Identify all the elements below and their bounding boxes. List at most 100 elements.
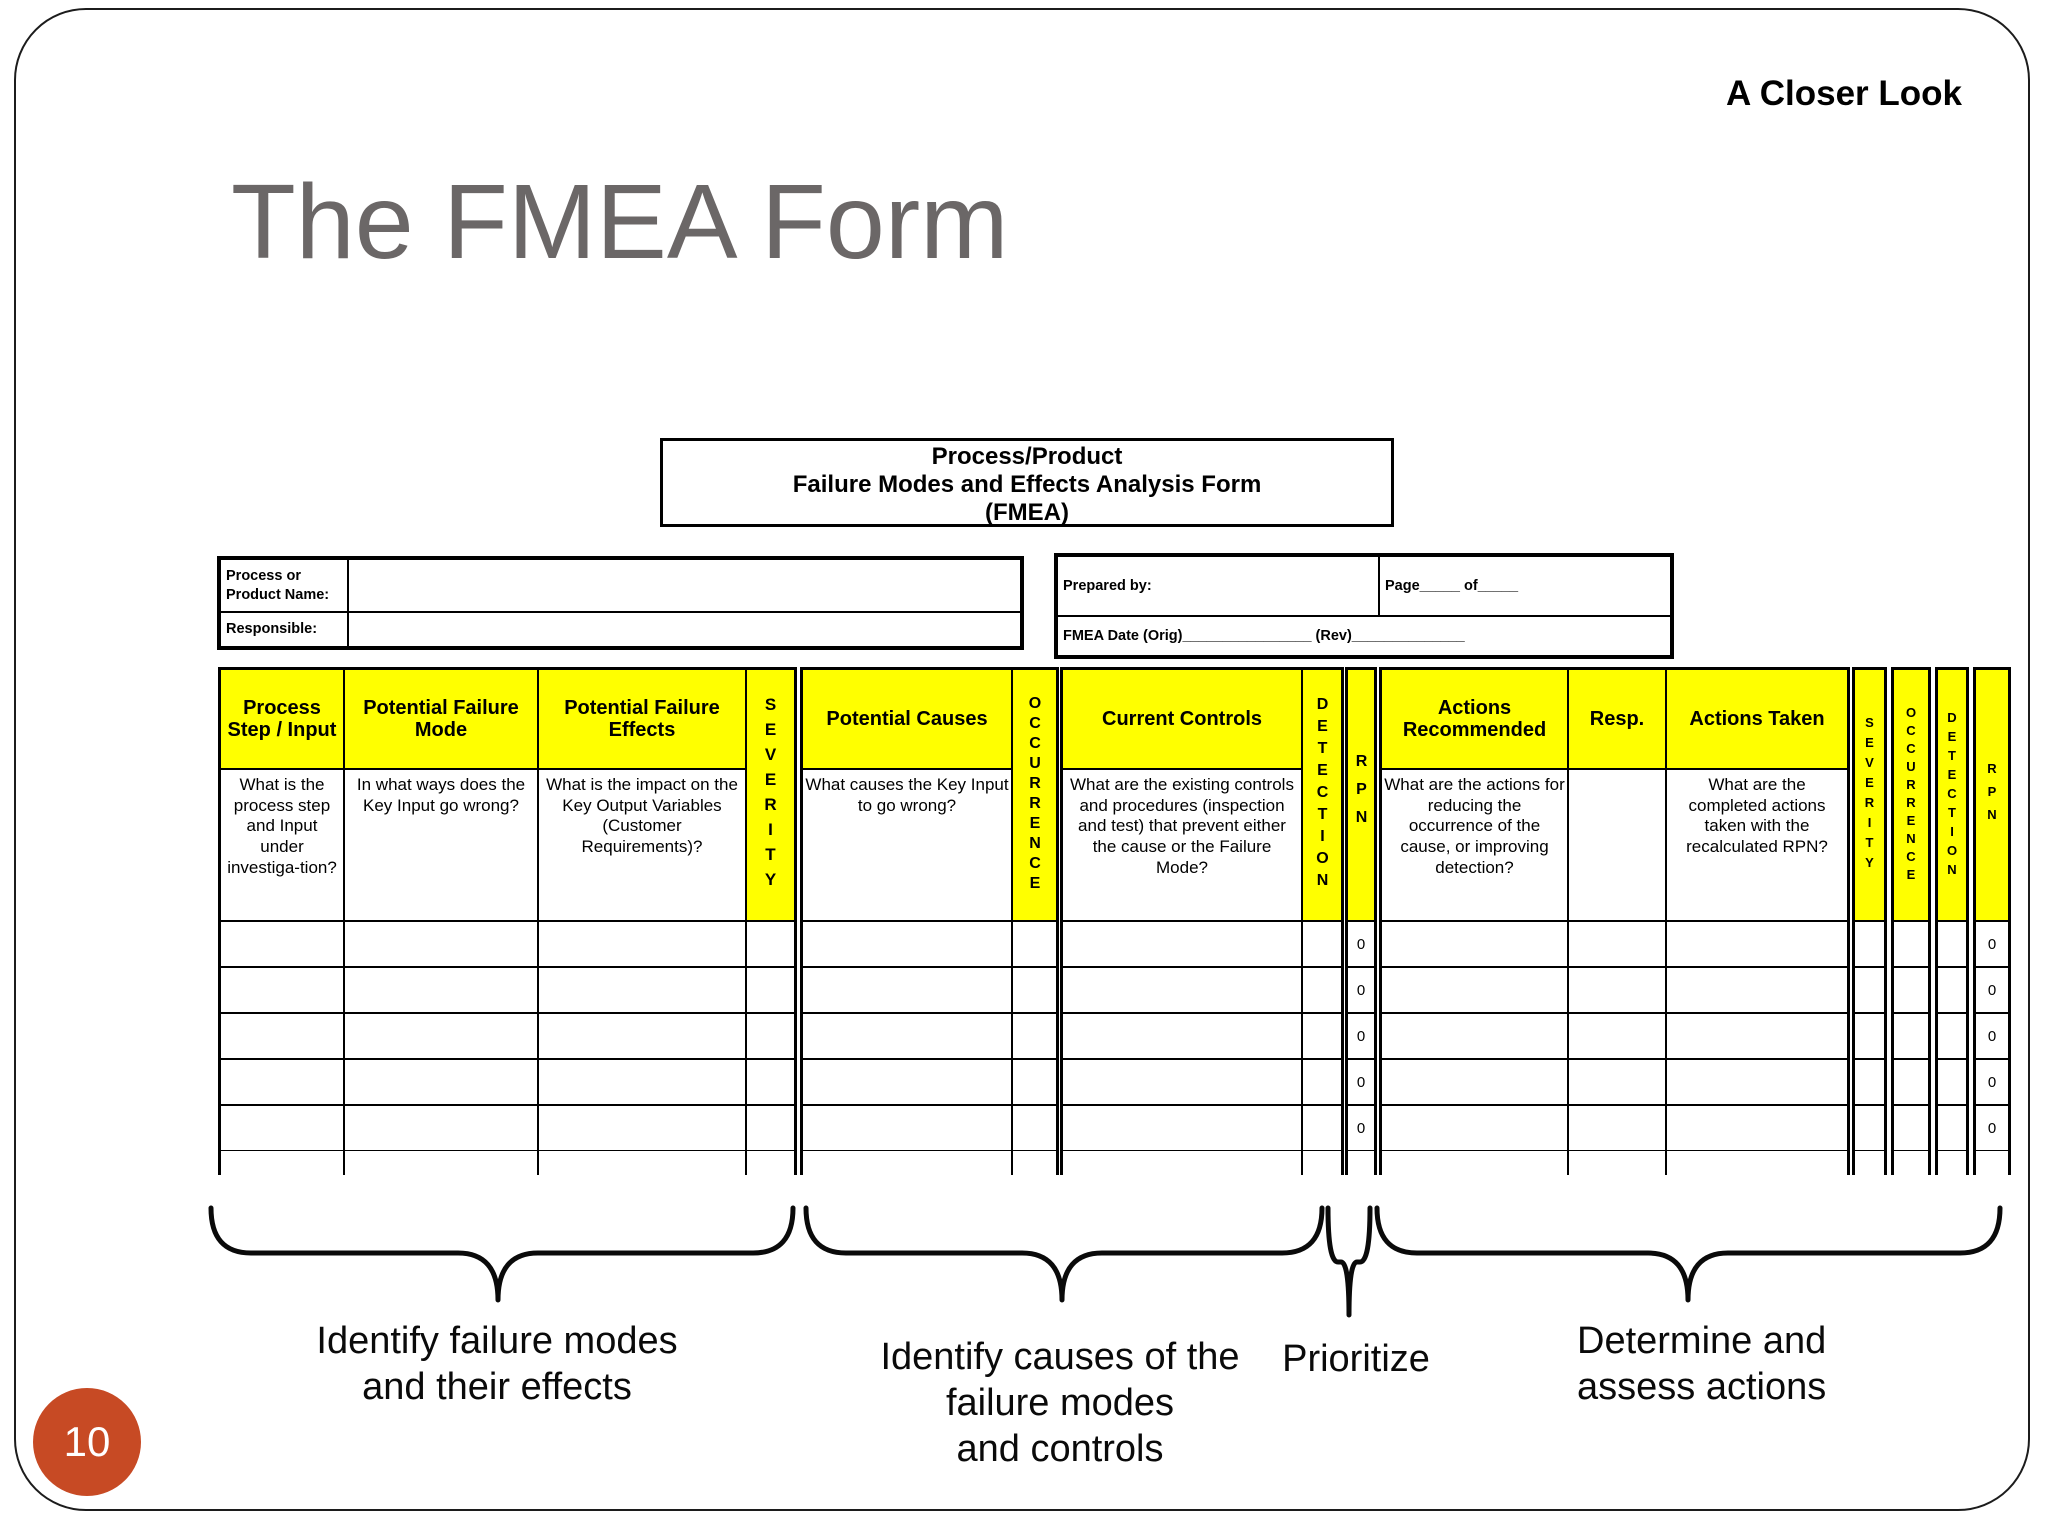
severity-vertical-label: SEVERITY xyxy=(761,695,780,895)
table-open-bottom xyxy=(1062,1151,1302,1175)
body-cell xyxy=(1568,921,1666,967)
body-cell xyxy=(1381,1059,1568,1105)
body-cell xyxy=(1568,967,1666,1013)
body-cell xyxy=(1302,1013,1342,1059)
body-cell xyxy=(1568,1059,1666,1105)
body-cell xyxy=(1666,967,1848,1013)
body-cell xyxy=(1854,1059,1885,1105)
rpn2-value-cell: 0 xyxy=(1975,1013,2009,1059)
responsible-label: Responsible: xyxy=(220,612,348,647)
body-cell xyxy=(1893,921,1929,967)
subheader-causes: What causes the Key Input to go wrong? xyxy=(802,769,1012,921)
col-header-detection2: DETECTION xyxy=(1937,669,1967,921)
body-cell xyxy=(1381,1105,1568,1151)
subheader-process-step: What is the process step and Input under… xyxy=(220,769,344,921)
form-title-line2: Failure Modes and Effects Analysis Form xyxy=(792,471,1262,498)
body-cell xyxy=(220,1105,344,1151)
body-cell xyxy=(220,967,344,1013)
col-header-severity2: SEVERITY xyxy=(1854,669,1885,921)
table-open-bottom xyxy=(1012,1151,1057,1175)
table-panel-detection2: DETECTION xyxy=(1935,667,1969,1175)
col-header-actions-recommended: Actions Recommended xyxy=(1381,669,1568,769)
subheader-failure-effects: What is the impact on the Key Output Var… xyxy=(538,769,746,921)
body-cell xyxy=(1937,1059,1967,1105)
col-header-occurrence: OCCURRENCE xyxy=(1012,669,1057,921)
table-open-bottom xyxy=(1381,1151,1568,1175)
rpn-vertical-label: RPN xyxy=(1353,753,1370,837)
table-panel-rpn: RPN 0 0 0 0 0 xyxy=(1345,667,1377,1175)
rpn-value-cell: 0 xyxy=(1347,921,1375,967)
body-cell xyxy=(1893,1105,1929,1151)
body-cell xyxy=(1302,1059,1342,1105)
rpn2-value-cell: 0 xyxy=(1975,921,2009,967)
rpn2-value-cell: 0 xyxy=(1975,1059,2009,1105)
body-cell xyxy=(1012,1105,1057,1151)
body-cell xyxy=(1012,1059,1057,1105)
rpn2-vertical-label: RPN xyxy=(1984,760,2000,830)
page-number: 10 xyxy=(63,1418,111,1465)
table-open-bottom xyxy=(220,1151,344,1175)
page-number-badge: 10 xyxy=(33,1388,141,1496)
rpn-value-cell: 0 xyxy=(1347,967,1375,1013)
body-cell xyxy=(1381,1013,1568,1059)
body-cell xyxy=(1012,1013,1057,1059)
body-cell xyxy=(220,1013,344,1059)
col-header-failure-effects: Potential Failure Effects xyxy=(538,669,746,769)
rpn-value-cell: 0 xyxy=(1347,1105,1375,1151)
body-cell xyxy=(746,1013,795,1059)
body-cell xyxy=(1666,1105,1848,1151)
table-panel-rpn2: RPN 0 0 0 0 0 xyxy=(1973,667,2011,1175)
detection2-vertical-label: DETECTION xyxy=(1944,709,1960,881)
page-title: The FMEA Form xyxy=(231,163,1009,281)
responsible-field[interactable] xyxy=(348,612,1021,647)
body-cell xyxy=(1302,921,1342,967)
body-cell xyxy=(538,1059,746,1105)
page-of-label: Page_____ of_____ xyxy=(1379,556,1671,616)
body-cell xyxy=(1568,1013,1666,1059)
body-cell xyxy=(1568,1105,1666,1151)
table-open-bottom xyxy=(1568,1151,1666,1175)
process-name-label: Process or Product Name: xyxy=(220,559,348,612)
annotation-prioritize: Prioritize xyxy=(1282,1338,1430,1380)
subheader-actions-taken: What are the completed actions taken wit… xyxy=(1666,769,1848,921)
body-cell xyxy=(344,1059,538,1105)
body-cell xyxy=(1854,921,1885,967)
body-cell xyxy=(538,1013,746,1059)
body-cell xyxy=(1062,921,1302,967)
body-cell xyxy=(1854,967,1885,1013)
body-cell xyxy=(220,1059,344,1105)
body-cell xyxy=(1302,1105,1342,1151)
table-panel-failure-modes: Process Step / Input Potential Failure M… xyxy=(218,667,797,1175)
body-cell xyxy=(1893,1059,1929,1105)
table-open-bottom xyxy=(1666,1151,1848,1175)
col-header-detection: DETECTION xyxy=(1302,669,1342,921)
body-cell xyxy=(802,1059,1012,1105)
fmea-date-label: FMEA Date (Orig)________________ (Rev)__… xyxy=(1057,616,1671,656)
occurrence-vertical-label: OCCURRENCE xyxy=(1026,695,1044,895)
body-cell xyxy=(802,1105,1012,1151)
body-cell xyxy=(1666,1013,1848,1059)
body-cell xyxy=(802,1013,1012,1059)
process-name-field[interactable] xyxy=(348,559,1021,612)
body-cell xyxy=(538,1105,746,1151)
col-header-resp: Resp. xyxy=(1568,669,1666,769)
col-header-failure-mode: Potential Failure Mode xyxy=(344,669,538,769)
occurrence2-vertical-label: OCCURRENCE xyxy=(1903,705,1919,885)
body-cell xyxy=(1893,967,1929,1013)
severity2-vertical-label: SEVERITY xyxy=(1862,715,1877,875)
body-cell xyxy=(746,967,795,1013)
body-cell xyxy=(344,921,538,967)
body-cell xyxy=(1381,967,1568,1013)
body-cell xyxy=(1666,921,1848,967)
col-header-rpn: RPN xyxy=(1347,669,1375,921)
rpn-value-cell: 0 xyxy=(1347,1013,1375,1059)
body-cell xyxy=(1062,967,1302,1013)
body-cell xyxy=(538,967,746,1013)
body-cell xyxy=(746,921,795,967)
body-cell xyxy=(344,1013,538,1059)
body-cell xyxy=(1012,921,1057,967)
body-cell xyxy=(538,921,746,967)
annotation-identify-causes: Identify causes of the failure modes and… xyxy=(880,1336,1240,1470)
table-panel-occurrence2: OCCURRENCE xyxy=(1891,667,1931,1175)
body-cell xyxy=(802,967,1012,1013)
